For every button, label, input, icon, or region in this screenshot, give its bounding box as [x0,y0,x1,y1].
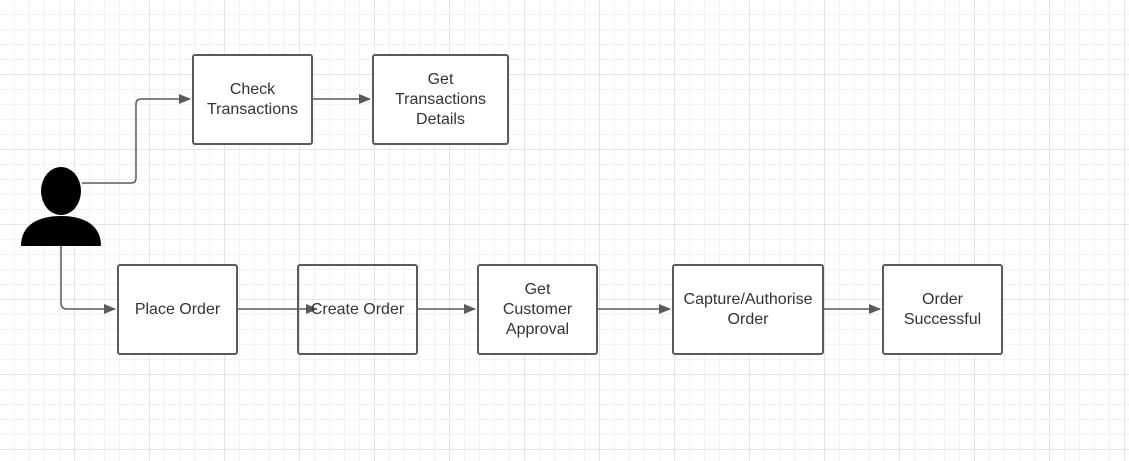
node-get-transactions-details[interactable]: Get Transactions Details [372,54,509,145]
node-get-customer-approval[interactable]: Get Customer Approval [477,264,598,355]
node-capture-authorise-order[interactable]: Capture/Authorise Order [672,264,824,355]
edge-actor-to-place-order [60,246,116,314]
node-create-order[interactable]: Create Order [297,264,418,355]
node-order-successful[interactable]: Order Successful [882,264,1003,355]
edge-actor-to-check-transactions [82,94,191,184]
node-check-transactions[interactable]: Check Transactions [192,54,313,145]
person-icon[interactable] [21,167,101,246]
node-place-order[interactable]: Place Order [117,264,238,355]
